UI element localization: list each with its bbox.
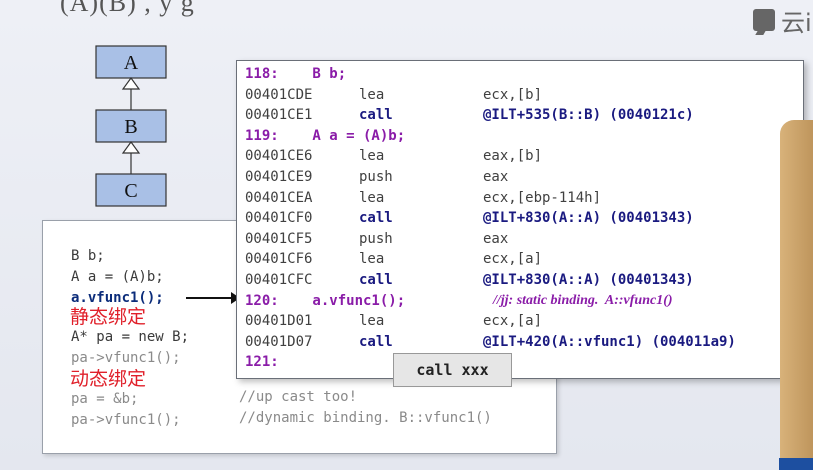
asm-source-text: 118: B b;: [245, 66, 347, 82]
inherit-arrow-bc: [121, 140, 141, 154]
class-b-box: [95, 109, 167, 143]
asm-operand: ecx,[ebp-114h]: [483, 189, 602, 206]
asm-operand: ecx,[a]: [483, 251, 543, 268]
call-xxx-callout: call xxx: [393, 353, 512, 387]
asm-address: 00401CDE: [245, 86, 313, 103]
inherit-arrow-ab: [121, 76, 141, 90]
asm-opcode: push: [359, 169, 393, 185]
asm-opcode: call: [359, 210, 393, 227]
asm-operand: eax: [483, 230, 509, 247]
asm-address: 00401D07: [245, 333, 313, 350]
asm-binding-note: //jj: static binding. A::vfunc1(): [493, 292, 673, 308]
asm-operand: @ILT+535(B::B) (0040121c): [483, 107, 694, 124]
code-line-1: B b;: [71, 248, 105, 264]
class-c-box: [95, 173, 167, 207]
asm-address: 00401CE6: [245, 148, 313, 165]
code-line-5: pa->vfunc1();: [71, 350, 181, 366]
asm-address: 00401CF6: [245, 251, 313, 268]
asm-operand: @ILT+830(A::A) (00401343): [483, 210, 694, 227]
asm-opcode: call: [359, 333, 393, 350]
code-line-6: pa = &b;: [71, 391, 139, 407]
code-comment-7: //dynamic binding. B::vfunc1(): [239, 410, 492, 426]
asm-address: 00401CE1: [245, 107, 313, 124]
asm-address: 00401CFC: [245, 272, 313, 288]
presenter-figure: [780, 120, 813, 470]
asm-operand: @ILT+830(A::A) (00401343): [483, 272, 694, 288]
asm-operand: eax,[b]: [483, 148, 543, 165]
asm-address: 00401D01: [245, 313, 313, 330]
asm-opcode: lea: [359, 189, 385, 206]
code-line-3: a.vfunc1();: [71, 290, 164, 306]
class-a-label: A: [124, 52, 139, 74]
asm-opcode: push: [359, 230, 393, 247]
asm-operand: eax: [483, 169, 509, 185]
class-c-label: C: [124, 180, 137, 202]
asm-operand: ecx,[b]: [483, 86, 543, 103]
asm-opcode: call: [359, 272, 393, 288]
asm-source-text: 121:: [245, 354, 279, 371]
disassembly-panel: 118: B b; 00401CDE lea ecx,[b] 00401CE1 call @…: [236, 60, 804, 379]
asm-operand: ecx,[a]: [483, 313, 543, 330]
static-binding-label: 静态绑定: [70, 306, 147, 328]
class-a-box: [95, 45, 167, 79]
corner-badge: [779, 458, 813, 470]
brand-logo: 云i: [753, 4, 813, 37]
asm-opcode: lea: [359, 251, 385, 268]
code-line-2: A a = (A)b;: [71, 269, 164, 285]
class-b-label: B: [124, 116, 137, 138]
asm-address: 00401CF0: [245, 210, 313, 227]
asm-opcode: call: [359, 107, 393, 124]
code-line-7: pa->vfunc1();: [71, 412, 181, 428]
asm-source-text: 119: A a = (A)b;: [245, 127, 406, 144]
code-comment-6: //up cast too!: [239, 389, 358, 405]
asm-operand: @ILT+420(A::vfunc1) (004011a9): [483, 333, 736, 350]
asm-opcode: lea: [359, 313, 385, 330]
asm-opcode: lea: [359, 148, 385, 165]
asm-source-text: 120: a.vfunc1();: [245, 292, 406, 309]
chat-bubble-icon: [753, 9, 775, 31]
asm-address: 00401CE9: [245, 169, 313, 185]
asm-address: 00401CF5: [245, 230, 313, 247]
dynamic-binding-label: 动态绑定: [70, 368, 147, 390]
code-line-4: A* pa = new B;: [71, 329, 190, 345]
pointer-arrow: [186, 292, 240, 304]
logo-text: 云i: [781, 8, 812, 37]
asm-address: 00401CEA: [245, 189, 313, 206]
asm-opcode: lea: [359, 86, 385, 103]
